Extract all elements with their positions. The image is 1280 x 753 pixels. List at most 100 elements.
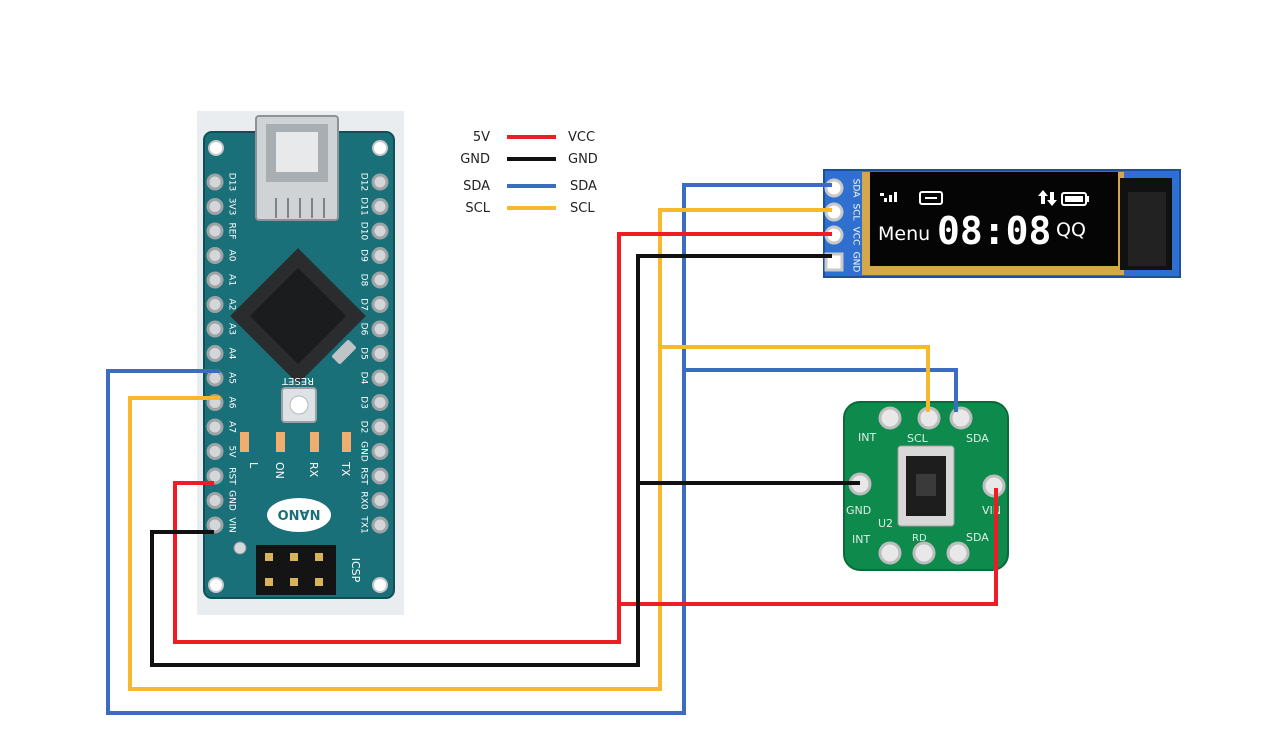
nano-right-pin-pad-d10 [371, 222, 389, 240]
nano-right-pin-pad-d2 [371, 418, 389, 436]
led-label-on: ON [273, 462, 286, 479]
sensor-pad-sda [949, 406, 973, 430]
oled-pin-label-sda: SDA [851, 179, 861, 198]
oled-menu-text: Menu [878, 223, 930, 245]
sensor-label-rd: RD [912, 533, 927, 544]
nano-left-pin-pad-a2 [206, 296, 224, 313]
nano-right-pin-pad-d4 [371, 369, 389, 387]
nano-left-pin-label-d13: D13 [227, 173, 237, 191]
nano-right-pin-label-d8: D8 [359, 274, 369, 287]
nano-right-pin-pad-d7 [371, 296, 389, 313]
sensor-label-int-bottom: INT [852, 533, 870, 546]
sensor-label-scl: SCL [907, 432, 929, 445]
nano-right-pin-pad-gnd [371, 443, 389, 460]
atmega-chip-core [249, 267, 347, 365]
oled-pin-label-vcc: VCC [851, 227, 861, 246]
icsp-pins [265, 553, 323, 586]
nano-right-pin-pad-d8 [371, 271, 389, 289]
icsp-label: ICSP [349, 558, 362, 583]
nano-left-pin-pad-a7 [206, 418, 224, 436]
reset-label: RESET [281, 375, 314, 386]
nano-logo: NANO [278, 506, 321, 521]
nano-right-pin-pad-d12 [371, 173, 389, 191]
nano-left-pin-label-rst: RST [227, 467, 237, 485]
nano-right-pin-label-d9: D9 [359, 249, 369, 262]
wire-scl-sensor [660, 345, 930, 412]
wire-legend: 5V VCC GND GND SDA SDA SCL SCL [460, 130, 598, 216]
nano-right-pin-pad-tx1 [371, 516, 389, 534]
usb-port-inner [276, 132, 318, 172]
nano-right-pin-label-rst: RST [359, 467, 369, 485]
oled-display-module: SDA SCL VCC GND Menu 08:08 QQ [823, 169, 1181, 278]
nano-left-pin-label-a0: A0 [227, 250, 237, 262]
led-label-tx: TX [339, 461, 352, 477]
sensor-label-gnd: GND [846, 504, 871, 517]
usb-pins [275, 198, 325, 218]
arduino-mount-hole [208, 577, 224, 593]
nano-left-pin-pad-5v [206, 443, 224, 460]
legend-right-sda: SDA [570, 179, 597, 194]
nano-left-pin-label-a1: A1 [227, 274, 237, 286]
nano-left-pin-label-a7: A7 [227, 421, 237, 433]
led-rx [310, 432, 319, 452]
wires [106, 183, 998, 715]
nano-right-pin-pad-d3 [371, 394, 389, 411]
legend-left-scl: SCL [465, 201, 490, 216]
sensor-pad-int-top [878, 406, 902, 430]
sensor-breakout-board: INT SCL SDA GND VIN INT U2 RD SDA [843, 401, 1009, 571]
nano-left-pin-label-a6: A6 [227, 397, 237, 409]
nano-right-pin-label-d11: D11 [359, 197, 369, 215]
nano-left-pin-pad-d13 [206, 173, 224, 191]
legend-left-sda: SDA [463, 179, 490, 194]
nano-left-pin-pad-rst [206, 467, 224, 485]
wire-sda-sensor [684, 368, 958, 412]
oled-qq-text: QQ [1056, 219, 1086, 241]
nano-left-pin-pad-a5 [206, 369, 224, 387]
nano-left-pin-label-3v3: 3V3 [227, 198, 237, 216]
nano-right-pin-pad-rst [371, 467, 389, 485]
oled-time-text: 08:08 [937, 209, 1051, 253]
sensor-label-vin: VIN [982, 504, 1001, 517]
led-tx [342, 432, 351, 452]
wire-sda-nano-a4 [106, 183, 832, 715]
wire-gnd-nano [150, 254, 832, 667]
oled-pin-label-scl: SCL [851, 203, 861, 220]
oled-transfer-icon [1038, 190, 1057, 206]
crystal-oscillator [332, 340, 356, 364]
nano-right-pin-label-d5: D5 [359, 347, 369, 360]
led-l [240, 432, 249, 452]
oled-signal-icon [880, 192, 897, 202]
nano-left-pin-pad-a4 [206, 345, 224, 362]
oled-battery-icon [1061, 192, 1089, 206]
nano-left-pin-label-ref: REF [227, 222, 237, 239]
sensor-pad-sda-bottom [946, 541, 970, 565]
nano-left-pin-label-a2: A2 [227, 299, 237, 311]
arduino-mount-hole [372, 577, 388, 593]
nano-left-pin-label-a5: A5 [227, 372, 237, 384]
oled-pin-sda [824, 178, 844, 198]
oled-screen [870, 172, 1118, 266]
legend-left-5v: 5V [473, 130, 490, 145]
led-label-rx: RX [307, 462, 320, 478]
legend-left-gnd: GND [460, 152, 490, 167]
arduino-mount-hole [372, 140, 388, 156]
led-label-l: L [247, 462, 260, 469]
nano-right-pin-label-d4: D4 [359, 372, 369, 385]
nano-left-pin-label-a3: A3 [227, 323, 237, 335]
reset-button-cap[interactable] [289, 395, 309, 415]
nano-left-pin-pad-gnd [206, 492, 224, 509]
nano-left-pin-pad-3v3 [206, 198, 224, 215]
nano-right-pin-label-d2: D2 [359, 421, 369, 434]
nano-left-pin-pad-vin [206, 516, 224, 534]
nano-left-pin-pad-a3 [206, 320, 224, 338]
legend-right-gnd: GND [568, 152, 598, 167]
nano-right-pin-label-gnd: GND [359, 441, 369, 462]
arduino-mount-hole [208, 140, 224, 156]
nano-right-pin-pad-d9 [371, 247, 389, 264]
nano-right-pin-pad-d11 [371, 198, 389, 215]
wire-5v-nano [173, 232, 832, 644]
